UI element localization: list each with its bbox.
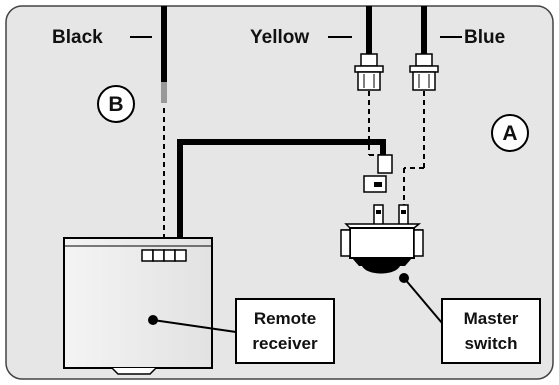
master-switch-label-line2: switch [465, 334, 518, 353]
remote-receiver [63, 237, 213, 375]
master-switch-label-line1: Master [464, 309, 519, 328]
black-label-text: Black [52, 27, 103, 48]
yellow-connector [354, 53, 384, 91]
blue-wire-label: Blue [440, 27, 505, 48]
master-switch [340, 204, 424, 274]
marker-b: B [97, 85, 135, 123]
black-wire-label: Black [52, 27, 152, 48]
blue-connector [409, 53, 439, 91]
harness-wire [177, 139, 386, 250]
blue-label-text: Blue [464, 27, 505, 48]
yellow-wire [354, 6, 385, 170]
yellow-label-text: Yellow [250, 27, 309, 48]
yellow-wire-label: Yellow [250, 27, 352, 48]
blue-wire [403, 6, 439, 210]
spade-connector [363, 154, 393, 193]
marker-a-text: A [502, 122, 517, 145]
remote-receiver-label-line1: Remote [254, 309, 316, 328]
remote-receiver-callout: Remote receiver [152, 298, 335, 364]
marker-a: A [491, 114, 529, 152]
marker-b-text: B [108, 93, 123, 116]
receiver-pins [141, 249, 187, 262]
remote-receiver-label-line2: receiver [252, 334, 318, 353]
master-switch-callout: Master switch [399, 273, 541, 364]
